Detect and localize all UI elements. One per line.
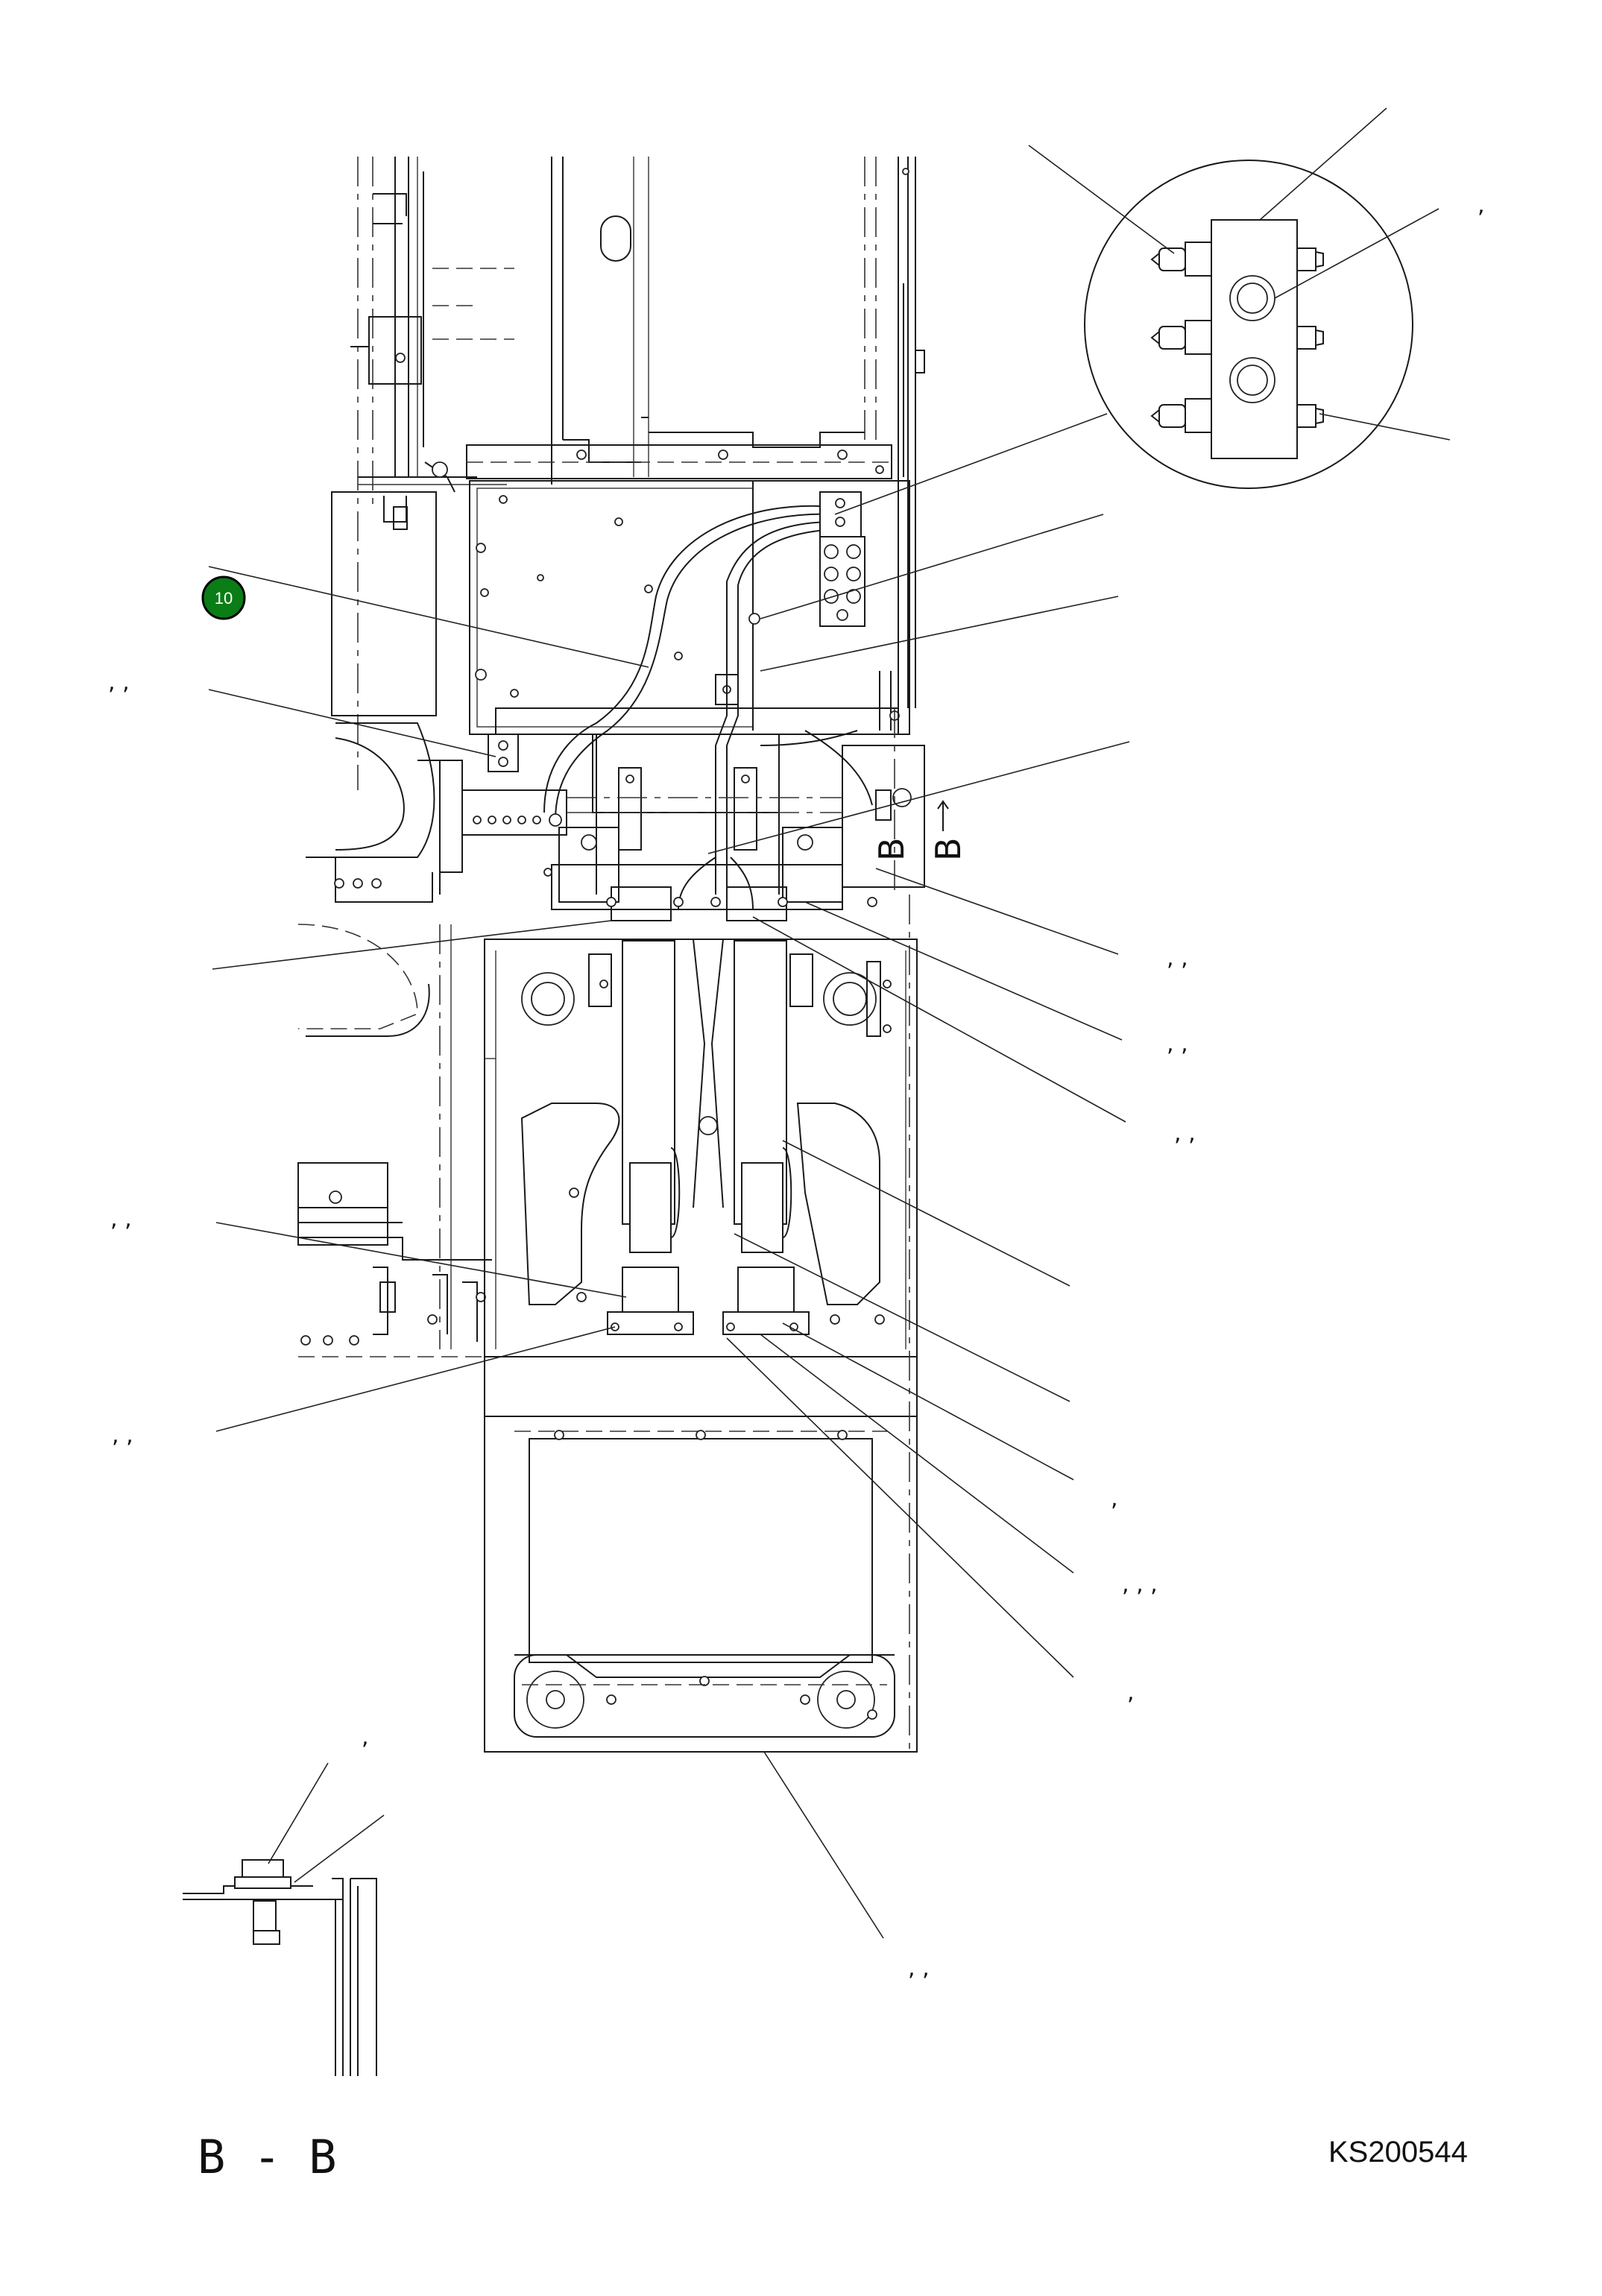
manifold-detail-circle [1084, 160, 1413, 489]
mid-mechanism: B B [461, 707, 968, 921]
callout-right-1: , , [1167, 945, 1188, 971]
callout-detail-top-right: , [1478, 192, 1485, 218]
badge-number: 10 [215, 589, 233, 608]
callout-right-4: , [1111, 1486, 1118, 1512]
leader-lines [208, 107, 1451, 1939]
perforated-panel [331, 491, 437, 716]
bottom-frame [484, 708, 918, 1753]
callout-section-top: , [362, 1724, 369, 1750]
detail-fitting-left-bottom [1150, 398, 1212, 433]
left-frame-structure [350, 157, 514, 790]
section-arrow-letter-2: B [928, 837, 968, 861]
callout-left-2: , , [110, 1206, 132, 1232]
section-arrow-letter-1: B [871, 837, 912, 861]
callout-left-3: , , [112, 1422, 133, 1448]
hydraulic-cylinder-left [588, 940, 694, 1335]
section-view-title: B - B [198, 2130, 337, 2184]
callout-left-1: , , [108, 669, 130, 696]
main-frame [466, 157, 925, 735]
callout-right-2: , , [1167, 1031, 1188, 1057]
callout-right-6: , [1127, 1680, 1135, 1706]
lower-cylinder-frame [484, 939, 918, 1357]
item-number-badge[interactable]: 10 [201, 575, 246, 620]
section-b-b-detail [183, 1859, 377, 2076]
detail-fitting-left-top [1150, 242, 1212, 277]
callout-right-3: , , [1174, 1120, 1196, 1147]
detail-fitting-right-top [1296, 247, 1324, 271]
detail-fitting-left-mid [1150, 320, 1212, 355]
callout-labels: , , , , , , , , , , , , , , , , , , , , … [108, 192, 1485, 1981]
hydraulic-cylinder-right [722, 940, 813, 1335]
callout-bottom: , , [908, 1955, 930, 1981]
drawing-code: KS200544 [1328, 2136, 1468, 2169]
detail-fitting-right-bottom [1296, 404, 1324, 428]
box-holes [475, 465, 900, 721]
manifold-valve [748, 491, 865, 627]
detail-fitting-right-mid [1296, 326, 1324, 350]
hydraulic-hoses [543, 505, 873, 910]
callout-right-5: , , , [1122, 1571, 1158, 1598]
